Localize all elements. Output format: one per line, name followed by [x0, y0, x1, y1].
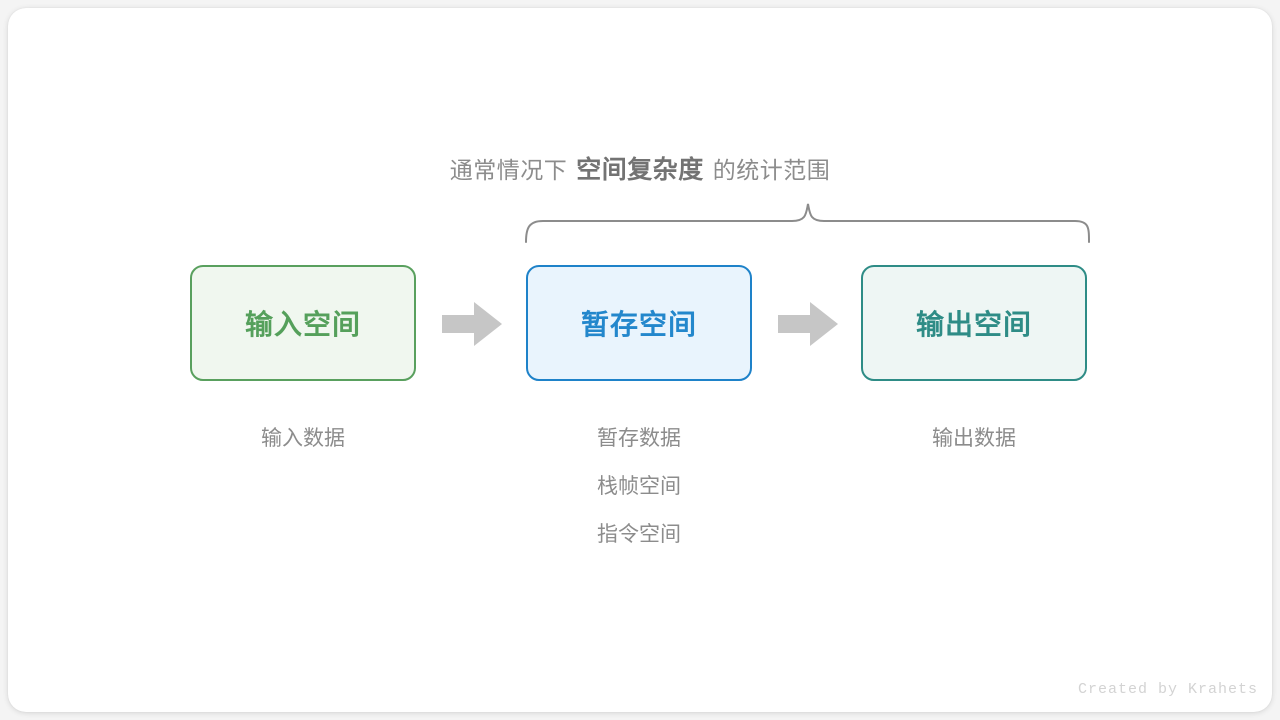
- box-output-space[interactable]: 输出空间: [861, 265, 1087, 381]
- caption: 通常情况下空间复杂度的统计范围: [0, 150, 1280, 186]
- sublabel-temp-0: 暂存数据: [597, 427, 681, 450]
- box-temp-space-label: 暂存空间: [580, 309, 697, 340]
- box-temp-space[interactable]: 暂存空间: [526, 265, 752, 381]
- sublabel-temp-2: 指令空间: [597, 523, 681, 546]
- sublabels-temp: 暂存数据 栈帧空间 指令空间: [526, 415, 752, 559]
- sublabels-output: 输出数据: [861, 415, 1087, 463]
- box-output-space-label: 输出空间: [915, 309, 1032, 340]
- caption-prefix: 通常情况下: [449, 157, 568, 183]
- caption-suffix: 的统计范围: [712, 157, 831, 183]
- scope-brace-icon: [525, 203, 1090, 243]
- sublabel-temp-1: 栈帧空间: [597, 475, 681, 498]
- input-to-temp-arrow-icon: [442, 302, 502, 346]
- caption-emphasis: 空间复杂度: [576, 156, 704, 184]
- box-input-space[interactable]: 输入空间: [190, 265, 416, 381]
- sublabels-input: 输入数据: [190, 415, 416, 463]
- sublabel-input-0: 输入数据: [261, 427, 345, 450]
- sublabel-output-0: 输出数据: [932, 427, 1016, 450]
- temp-to-output-arrow-icon: [778, 302, 838, 346]
- box-input-space-label: 输入空间: [244, 309, 361, 340]
- credit-text: Created by Krahets: [1077, 681, 1258, 698]
